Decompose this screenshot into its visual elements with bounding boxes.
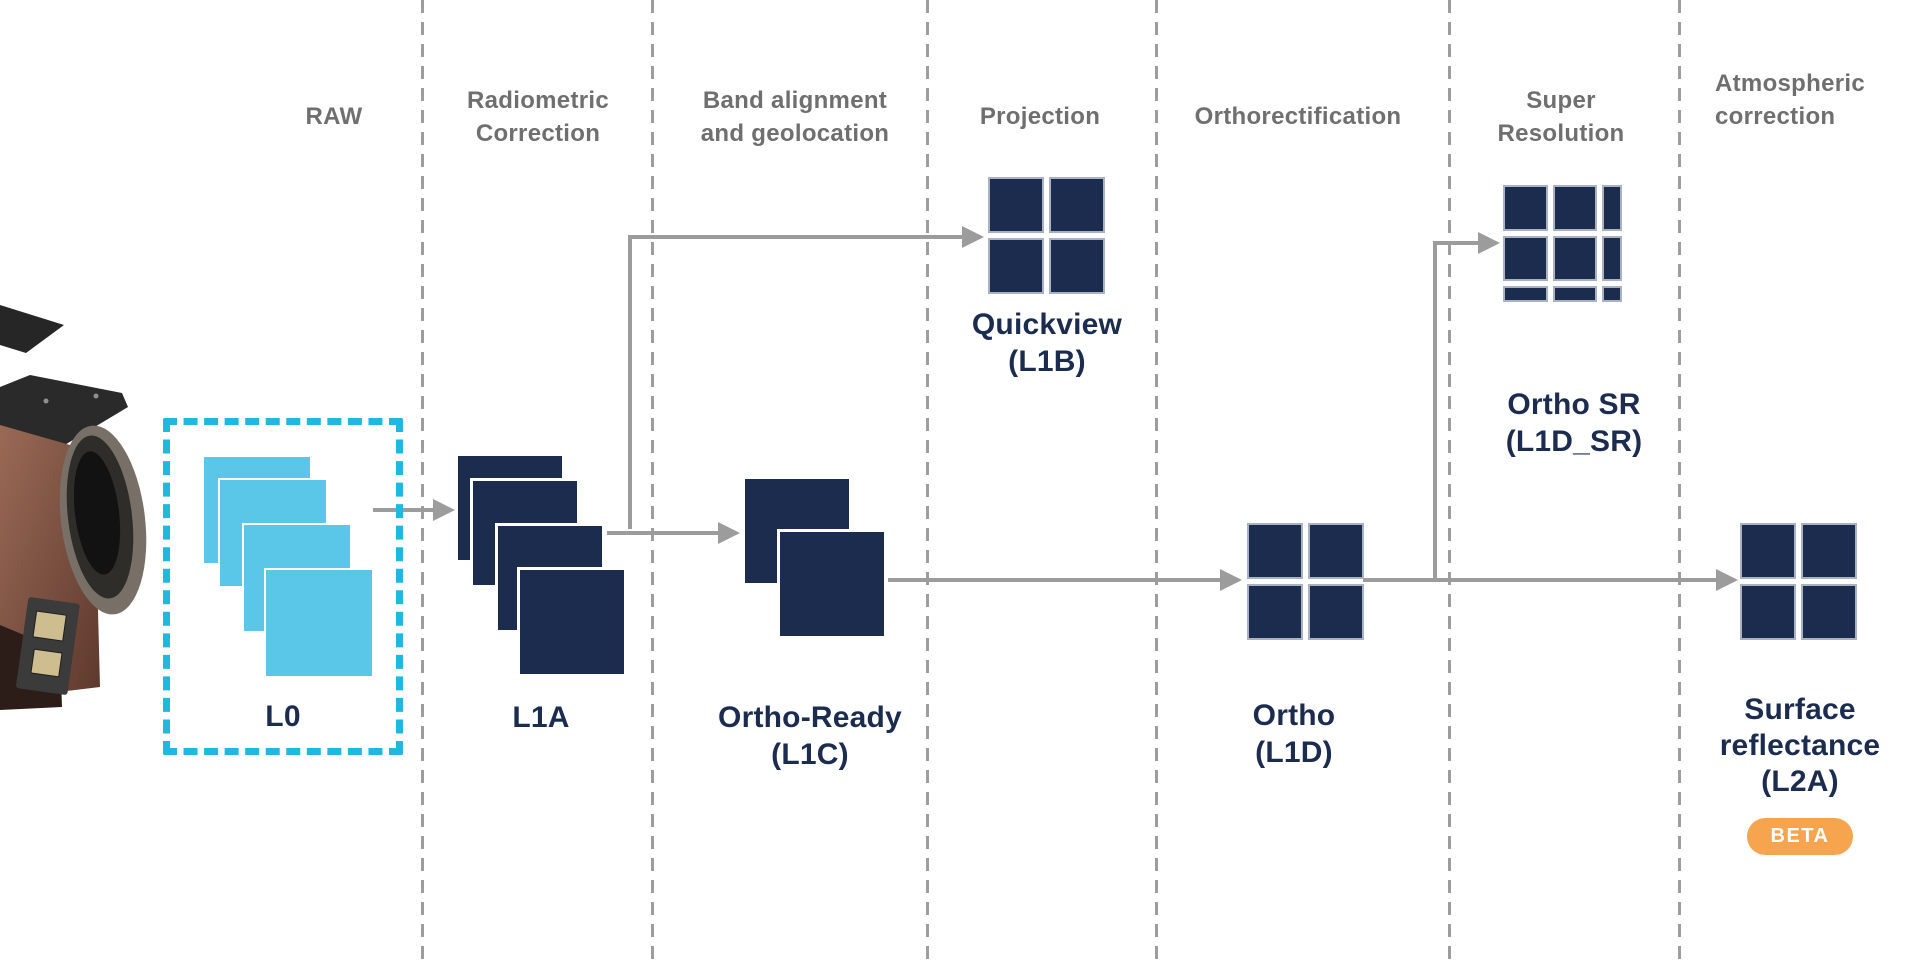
quickview-label: Quickview (L1B) <box>972 306 1122 380</box>
grid-cell <box>1503 185 1548 231</box>
stage-header-line: correction <box>1715 103 1836 130</box>
grid-cell <box>1049 177 1105 233</box>
product-name: Surface <box>1744 693 1856 726</box>
stage-header-line: Band alignment <box>702 87 888 114</box>
stage-header-line: Atmospheric <box>1715 70 1865 97</box>
product-code: (L1C) <box>771 738 849 771</box>
grid-cell <box>1740 584 1796 640</box>
product-name: reflectance <box>1719 729 1881 762</box>
l0-raw-dashed-box <box>163 418 403 755</box>
grid-cell <box>1503 286 1548 302</box>
l0-label: L0 <box>265 698 300 735</box>
ortho-sr-tile-grid <box>1503 185 1622 302</box>
product-name: Ortho-Ready <box>718 701 902 734</box>
beta-badge: BETA <box>1747 818 1853 855</box>
grid-cell <box>1049 238 1105 294</box>
product-name: L1A <box>512 701 570 734</box>
l1a-label: L1A <box>512 699 569 736</box>
grid-cell <box>1602 286 1622 302</box>
grid-cell <box>1801 584 1857 640</box>
grid-cell <box>1308 584 1364 640</box>
product-code: (L1D) <box>1255 736 1333 769</box>
grid-cell <box>1602 235 1622 282</box>
stage-header-line: Super <box>1526 87 1596 114</box>
stage-header-raw: RAW <box>306 100 363 133</box>
grid-cell <box>1503 235 1548 282</box>
surface-reflectance-tile-grid <box>1740 523 1857 640</box>
product-code: (L1D_SR) <box>1505 425 1643 458</box>
grid-cell <box>1247 523 1303 579</box>
ortho-sr-label: Ortho SR (L1D_SR) <box>1506 386 1643 460</box>
grid-cell <box>1740 523 1796 579</box>
stage-divider <box>1448 0 1451 963</box>
grid-cell <box>1552 286 1598 302</box>
product-name: Ortho SR <box>1507 388 1641 421</box>
product-name: L0 <box>265 700 301 733</box>
grid-cell <box>988 177 1044 233</box>
grid-cell <box>988 238 1044 294</box>
grid-cell <box>1247 584 1303 640</box>
stage-header-radiometric-correction: Radiometric Correction <box>467 84 609 150</box>
l0-image-tile <box>264 568 374 678</box>
grid-cell <box>1801 523 1857 579</box>
stage-header-line: RAW <box>305 103 363 130</box>
beta-badge-text: BETA <box>1770 825 1830 847</box>
stage-header-orthorectification: Orthorectification <box>1195 100 1402 133</box>
product-code: (L1B) <box>1008 345 1086 378</box>
product-name: Quickview <box>971 308 1123 341</box>
grid-cell <box>1552 185 1598 231</box>
stage-header-band-alignment: Band alignment and geolocation <box>701 84 890 150</box>
stage-divider <box>926 0 929 963</box>
stage-header-line: Resolution <box>1497 120 1625 147</box>
grid-cell <box>1552 235 1598 282</box>
grid-cell <box>1308 523 1364 579</box>
ortho-label: Ortho (L1D) <box>1253 697 1336 771</box>
arrowheads <box>433 226 1738 591</box>
satellite-camera-icon <box>0 305 147 710</box>
stage-divider <box>1678 0 1681 963</box>
stage-header-super-resolution: Super Resolution <box>1498 84 1625 150</box>
ortho-ready-image-tile <box>777 529 887 639</box>
stage-header-projection: Projection <box>980 100 1100 133</box>
ortho-tile-grid <box>1247 523 1364 640</box>
stage-divider <box>1155 0 1158 963</box>
stage-header-line: Correction <box>475 120 601 147</box>
stage-header-line: and geolocation <box>700 120 890 147</box>
product-name: Ortho <box>1252 699 1336 732</box>
stage-header-line: Orthorectification <box>1194 103 1402 130</box>
stage-header-line: Projection <box>979 103 1101 130</box>
l1a-image-tile <box>517 567 627 677</box>
product-code: (L2A) <box>1761 765 1839 798</box>
ortho-ready-label: Ortho-Ready (L1C) <box>718 699 902 773</box>
stage-divider <box>421 0 424 963</box>
stage-header-line: Radiometric <box>466 87 610 114</box>
surface-reflectance-label: Surface reflectance (L2A) <box>1720 692 1881 800</box>
stage-divider <box>651 0 654 963</box>
grid-cell <box>1602 185 1622 231</box>
stage-header-atmospheric-correction: Atmospheric correction <box>1715 67 1865 133</box>
quickview-tile-grid <box>988 177 1105 294</box>
